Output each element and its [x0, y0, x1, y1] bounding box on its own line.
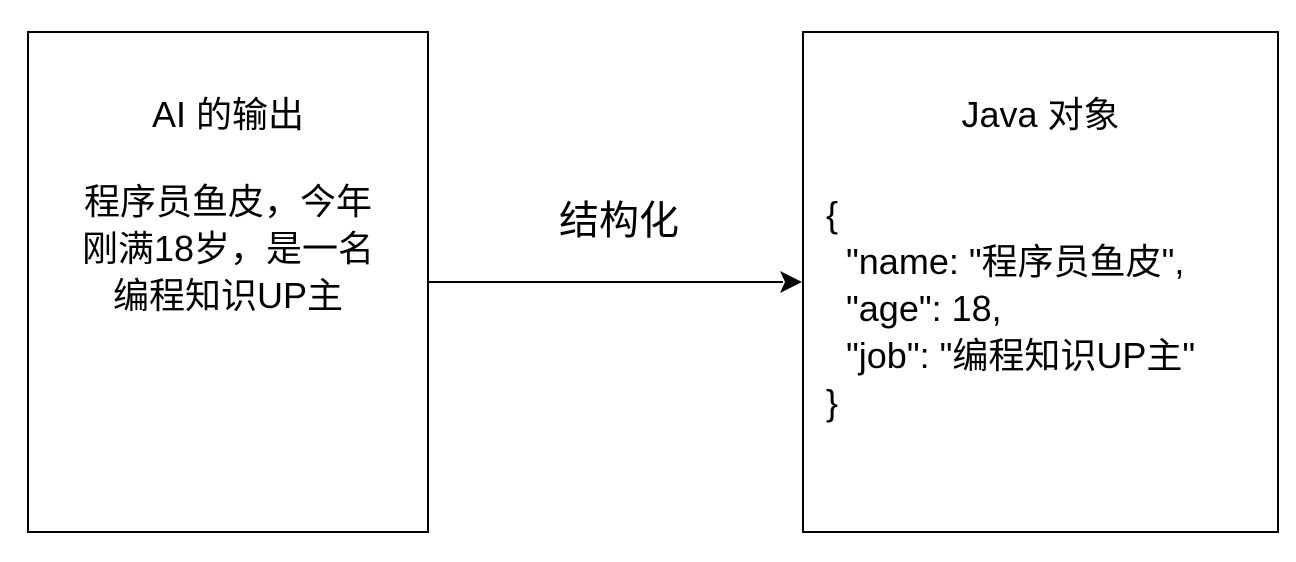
target-title: Java 对象	[961, 94, 1120, 135]
source-box: AI 的输出 程序员鱼皮，今年 刚满18岁，是一名 编程知识UP主	[27, 31, 429, 533]
target-box: Java 对象 { "name: "程序员鱼皮", "age": 18, "jo…	[802, 31, 1279, 533]
json-line: }	[826, 382, 839, 423]
json-line: "name: "程序员鱼皮",	[826, 241, 1185, 282]
json-line: "job": "编程知识UP主"	[826, 335, 1196, 376]
source-title: AI 的输出	[151, 94, 305, 135]
json-line: {	[826, 194, 839, 235]
source-line: 刚满18岁，是一名	[81, 228, 375, 269]
source-line: 编程知识UP主	[112, 275, 343, 316]
source-line: 程序员鱼皮，今年	[83, 181, 372, 222]
source-text: 程序员鱼皮，今年 刚满18岁，是一名 编程知识UP主	[49, 178, 407, 319]
json-text: { "name: "程序员鱼皮", "age": 18, "job": "编程知…	[826, 191, 1195, 426]
json-line: "age": 18,	[826, 288, 1002, 329]
arrow-head	[780, 271, 802, 293]
edge-label: 结构化	[559, 199, 679, 243]
